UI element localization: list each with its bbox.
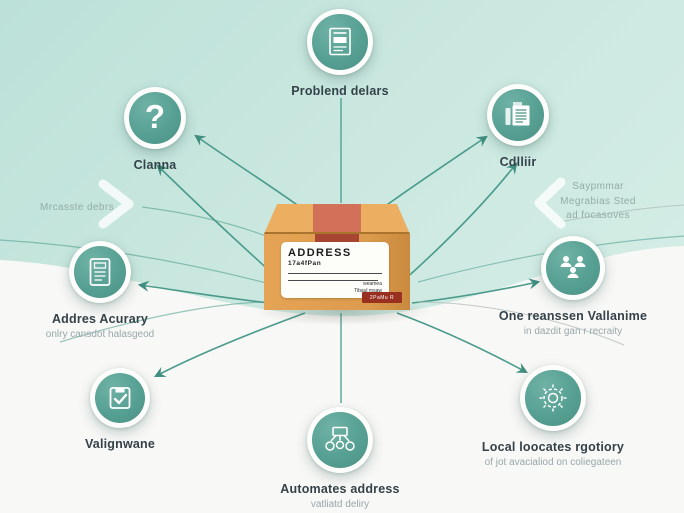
node-label: Clanna bbox=[133, 158, 177, 172]
node-sublabel: vatliatd deliry bbox=[310, 499, 370, 511]
node-claims: ? Clanna bbox=[65, 87, 245, 172]
address-rule-line bbox=[288, 280, 378, 281]
node-circle: ? bbox=[124, 87, 186, 149]
package-tape bbox=[313, 204, 361, 232]
node-sublabel: in dazdit gan r recraity bbox=[523, 326, 623, 338]
address-rule-line bbox=[288, 273, 382, 274]
node-address-accuracy: Addres Acurary onlry cansdot halasgeod bbox=[5, 241, 195, 341]
node-circle bbox=[487, 84, 549, 146]
question-mark-icon: ? bbox=[128, 91, 182, 145]
workflow-icon bbox=[312, 412, 368, 468]
node-label: Cdlliir bbox=[499, 155, 537, 169]
node-circle bbox=[90, 368, 150, 428]
right-watermark-line: ad focasoves bbox=[566, 210, 630, 221]
node-problem-deliveries: Problend delars bbox=[255, 9, 425, 98]
node-automated-address: Automates address vatliatd deliry bbox=[250, 407, 430, 511]
note-line: weamea bbox=[363, 281, 382, 287]
address-label-title: ADDRESS bbox=[288, 247, 352, 259]
node-label: Addres Acurary bbox=[51, 312, 149, 326]
node-collection: Cdlliir bbox=[428, 84, 608, 169]
shipping-label-icon bbox=[312, 14, 368, 70]
node-sublabel: of jot avacialiod on coliegateen bbox=[484, 457, 622, 469]
question-glyph: ? bbox=[144, 98, 166, 136]
node-circle bbox=[541, 236, 605, 300]
node-circle bbox=[307, 407, 373, 473]
node-one-reason-validation: One reanssen Vallanime in dazdit gan r r… bbox=[478, 236, 668, 338]
node-local-registry: Local loocates rgotiory of jot avacialio… bbox=[458, 365, 648, 469]
right-watermark: Saypmmar Megrabias Sted ad focasoves bbox=[548, 180, 648, 224]
right-watermark-line: Saypmmar bbox=[572, 181, 624, 192]
clipboard-pencil-icon bbox=[491, 88, 545, 142]
node-sublabel: onlry cansdot halasgeod bbox=[45, 329, 155, 341]
left-watermark: Mrcasste debrs bbox=[40, 202, 114, 213]
chevron-right-icon bbox=[98, 179, 134, 229]
package-top-face bbox=[264, 204, 410, 234]
people-group-icon bbox=[546, 241, 600, 295]
package-check-icon bbox=[94, 372, 146, 424]
node-label: One reanssen Vallanime bbox=[498, 309, 648, 323]
package-front-face: ADDRESS 17a4fPan weamea Tibaul msaw 2PaM… bbox=[264, 234, 410, 310]
right-watermark-line: Megrabias Sted bbox=[560, 195, 636, 207]
document-icon bbox=[73, 245, 127, 299]
address-handwriting: 17a4fPan bbox=[288, 260, 322, 267]
node-label: Valignwane bbox=[84, 437, 156, 451]
node-circle bbox=[520, 365, 586, 431]
node-circle bbox=[307, 9, 373, 75]
node-circle bbox=[69, 241, 131, 303]
package-box: ADDRESS 17a4fPan weamea Tibaul msaw 2PaM… bbox=[264, 204, 410, 310]
node-validation: Valignwane bbox=[30, 368, 210, 451]
address-small-note: weamea Tibaul msaw bbox=[354, 281, 382, 294]
arrow-paths bbox=[137, 98, 541, 403]
node-label: Local loocates rgotiory bbox=[481, 440, 625, 454]
node-label: Problend delars bbox=[291, 84, 389, 98]
gray-arcs bbox=[417, 204, 684, 346]
barcode-sticker: 2PaMu R bbox=[362, 292, 402, 303]
gear-globe-icon bbox=[525, 370, 581, 426]
chevron-left-icon bbox=[534, 177, 566, 229]
node-label: Automates address bbox=[280, 482, 400, 496]
shipping-address-label: ADDRESS 17a4fPan weamea Tibaul msaw bbox=[281, 242, 389, 298]
note-line: Tibaul msaw bbox=[354, 287, 382, 294]
